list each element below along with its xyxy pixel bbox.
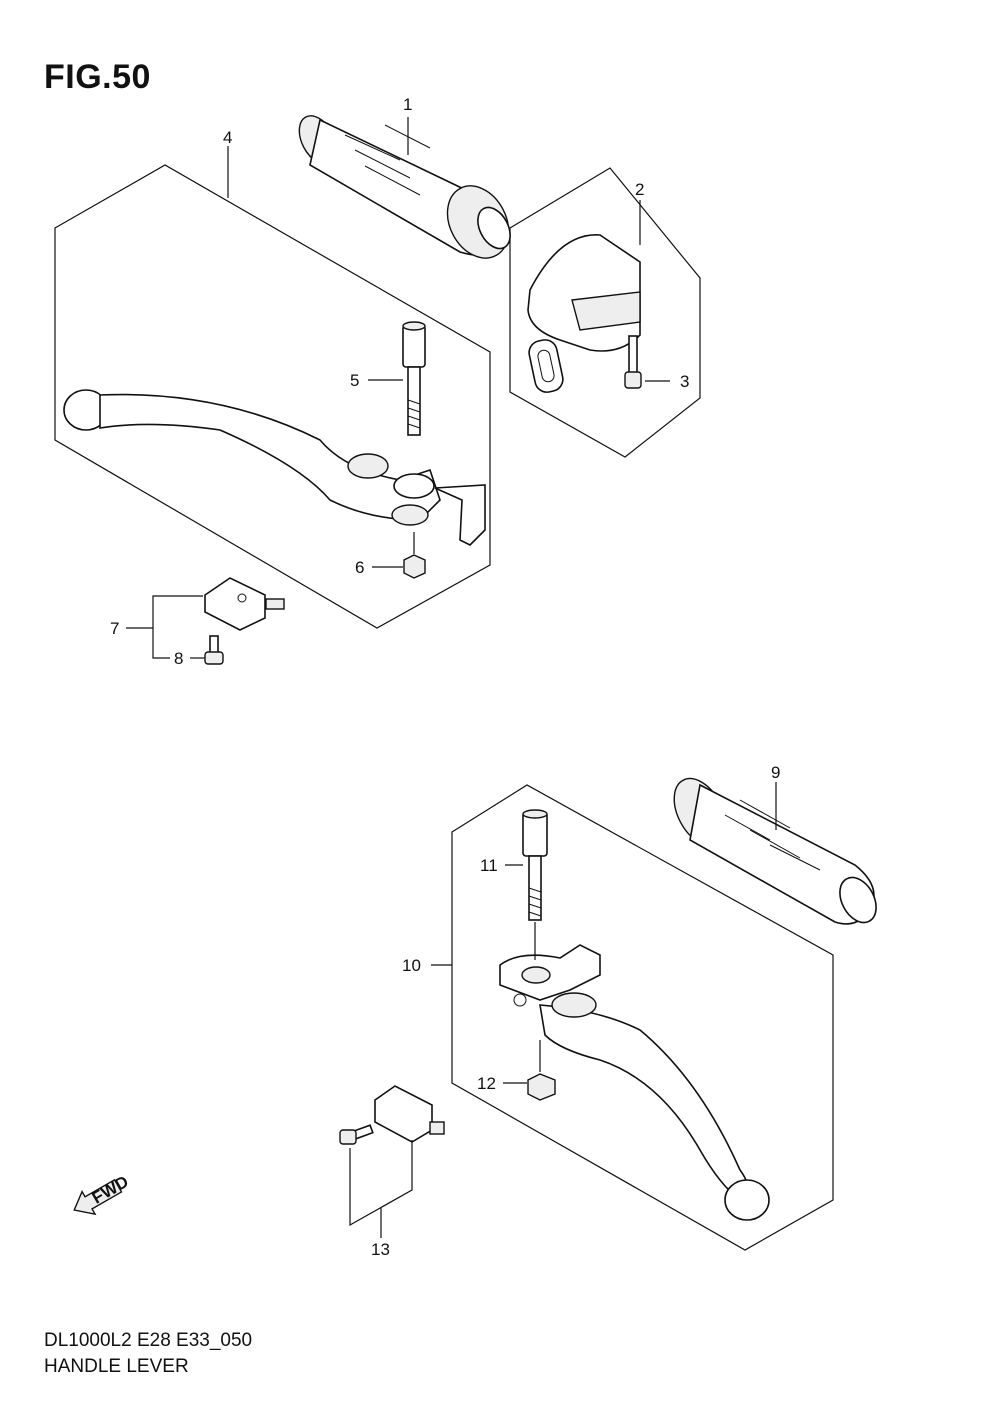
clutch-lever-assembly	[499, 944, 770, 1221]
fwd-arrow-icon: FWD	[73, 1172, 132, 1216]
nut-part-6	[403, 554, 426, 579]
fwd-label: FWD	[89, 1172, 132, 1208]
figure-title: FIG.50	[44, 58, 151, 96]
pivot-bolt-part-5	[402, 321, 426, 436]
callout-9: 9	[771, 763, 780, 782]
switch-part-13	[339, 1085, 445, 1145]
callout-8: 8	[174, 649, 183, 668]
throttle-housing-part-2	[527, 234, 641, 393]
figure-name: HANDLE LEVER	[44, 1356, 189, 1377]
callout-5: 5	[350, 371, 359, 390]
kit-outline-10	[451, 784, 834, 1251]
callout-13: 13	[371, 1240, 390, 1259]
callout-2: 2	[635, 180, 644, 199]
nut-part-12	[527, 1073, 556, 1101]
callout-12: 12	[477, 1074, 496, 1093]
callout-3: 3	[680, 372, 689, 391]
leader-lines-upper	[126, 117, 670, 659]
callout-labels: 1 2 3 4 5 6 7 8 9 10 11 12 13	[110, 95, 780, 1259]
pivot-bolt-part-11	[522, 809, 548, 921]
leader-lines-lower	[349, 782, 777, 1238]
callout-4: 4	[223, 128, 232, 147]
switch-part-7	[204, 577, 285, 631]
screw-part-8	[204, 635, 224, 665]
figure-code: DL1000L2 E28 E33_050	[44, 1330, 253, 1351]
screw-part-3	[624, 335, 642, 389]
callout-10: 10	[402, 956, 421, 975]
kit-outline-2	[509, 167, 701, 458]
kit-outline-4	[54, 164, 491, 629]
grip-part-9	[673, 777, 877, 925]
throttle-grip-part-1	[298, 115, 511, 259]
callout-1: 1	[403, 95, 412, 114]
callout-6: 6	[355, 558, 364, 577]
brake-lever-assembly	[63, 389, 486, 546]
callout-11: 11	[480, 856, 498, 875]
callout-7: 7	[110, 619, 119, 638]
